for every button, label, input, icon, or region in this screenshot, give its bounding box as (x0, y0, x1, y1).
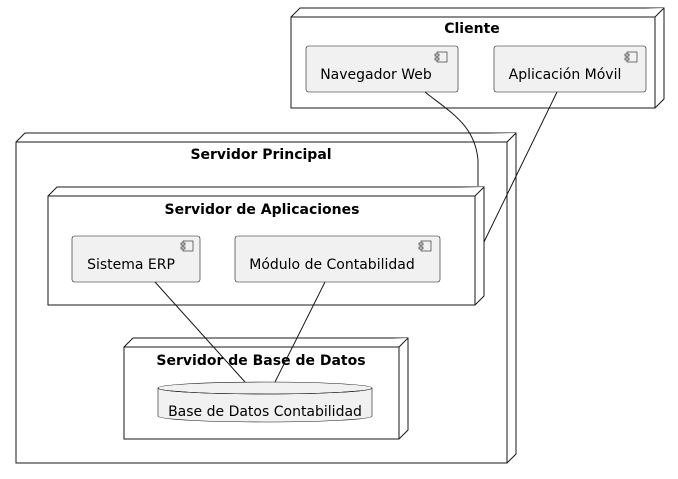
component-modulo-contabilidad: Módulo de Contabilidad (234, 235, 441, 283)
component-icon (624, 51, 638, 63)
database-contabilidad: Base de Datos Contabilidad (157, 381, 373, 423)
component-label: Navegador Web (320, 67, 432, 83)
edge-navegador-to-app-server (424, 91, 479, 186)
node-servidor-principal-title: Servidor Principal (190, 147, 331, 163)
edge-movil-to-app-server (483, 91, 558, 243)
component-icon (180, 240, 194, 252)
component-aplicacion-movil: Aplicación Móvil (493, 45, 647, 93)
edge-modulo-to-database (274, 281, 326, 383)
component-icon (418, 240, 432, 252)
node-cliente-title: Cliente (444, 21, 500, 37)
node-servidor-bd-title: Servidor de Base de Datos (156, 353, 365, 369)
component-label: Aplicación Móvil (509, 67, 622, 83)
database-label: Base de Datos Contabilidad (168, 404, 362, 420)
node-servidor-aplicaciones-title: Servidor de Aplicaciones (165, 202, 360, 218)
component-label: Sistema ERP (87, 257, 175, 273)
component-icon (434, 51, 448, 63)
component-label: Módulo de Contabilidad (249, 257, 414, 273)
component-navegador-web: Navegador Web (305, 45, 459, 93)
edge-erp-to-database (154, 281, 246, 383)
component-sistema-erp: Sistema ERP (71, 235, 201, 283)
